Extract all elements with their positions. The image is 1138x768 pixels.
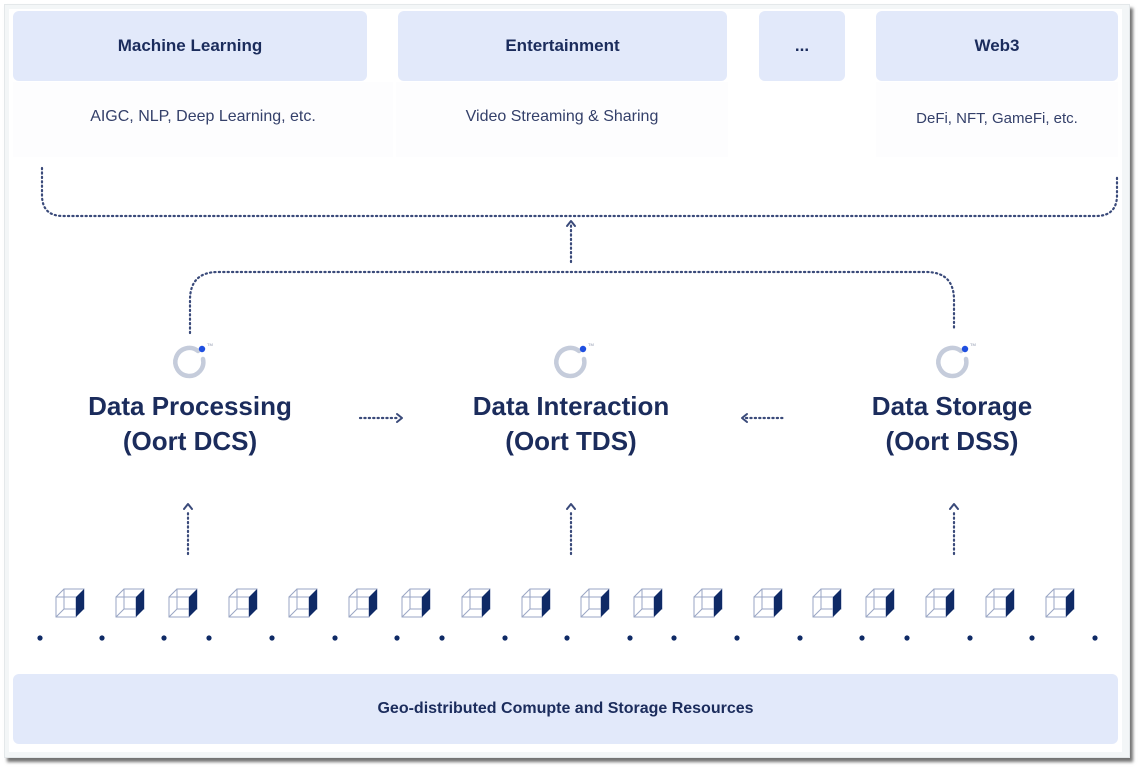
node-dot bbox=[967, 635, 973, 641]
cube-icon bbox=[168, 588, 198, 618]
layer-subtitle: (Oort TDS) bbox=[505, 426, 637, 456]
node-dot bbox=[161, 635, 167, 641]
cube-icon bbox=[461, 588, 491, 618]
resources-label: Geo-distributed Comupte and Storage Reso… bbox=[377, 700, 754, 717]
cube-icon bbox=[55, 588, 85, 618]
layers-bracket-line bbox=[188, 270, 956, 335]
app-box-machine-learning: Machine Learning bbox=[13, 11, 367, 81]
cube-icon bbox=[115, 588, 145, 618]
node-dot bbox=[99, 635, 105, 641]
svg-text:TM: TM bbox=[588, 342, 594, 347]
oort-logo-icon: TM bbox=[936, 342, 976, 379]
oort-logo-icon: TM bbox=[173, 342, 213, 379]
cube-icon bbox=[865, 588, 895, 618]
applications-bracket-line bbox=[40, 166, 1119, 218]
cube-icon bbox=[521, 588, 551, 618]
arrow-head-up-icon bbox=[949, 503, 959, 510]
node-dot bbox=[502, 635, 508, 641]
app-box-web3: Web3 bbox=[876, 11, 1118, 81]
app-examples: Video Streaming & Sharing bbox=[465, 108, 659, 125]
layer-data-interaction: Data Interaction (Oort TDS) bbox=[421, 389, 721, 459]
layer-title: Data Storage bbox=[871, 391, 1033, 421]
svg-text:TM: TM bbox=[207, 342, 213, 347]
cube-icon bbox=[812, 588, 842, 618]
app-label: Entertainment bbox=[505, 36, 620, 55]
app-examples-machine-learning: AIGC, NLP, Deep Learning, etc. bbox=[13, 82, 393, 157]
app-box-more: ... bbox=[759, 11, 845, 81]
cube-icon bbox=[1045, 588, 1075, 618]
cube-icon bbox=[693, 588, 723, 618]
arrow-head-right-icon bbox=[396, 413, 403, 423]
app-examples-entertainment: Video Streaming & Sharing bbox=[396, 82, 728, 157]
node-dot bbox=[439, 635, 445, 641]
cube-icon bbox=[348, 588, 378, 618]
arrow-head-up-icon bbox=[183, 503, 193, 510]
node-dot bbox=[904, 635, 910, 641]
app-label: ... bbox=[794, 36, 810, 55]
resources-box: Geo-distributed Comupte and Storage Reso… bbox=[13, 674, 1118, 744]
cube-icon bbox=[753, 588, 783, 618]
node-dot bbox=[564, 635, 570, 641]
app-label: Machine Learning bbox=[117, 36, 263, 55]
app-label: Web3 bbox=[974, 36, 1020, 55]
arrow-head-left-icon bbox=[741, 413, 748, 423]
app-box-entertainment: Entertainment bbox=[398, 11, 727, 81]
node-dot bbox=[734, 635, 740, 641]
cube-icon bbox=[228, 588, 258, 618]
arrow-head-up-icon bbox=[566, 220, 576, 227]
app-examples: AIGC, NLP, Deep Learning, etc. bbox=[90, 108, 316, 125]
node-dot bbox=[206, 635, 212, 641]
svg-text:TM: TM bbox=[970, 342, 976, 347]
app-examples: DeFi, NFT, GameFi, etc. bbox=[916, 110, 1078, 127]
node-dot bbox=[797, 635, 803, 641]
cube-icon bbox=[580, 588, 610, 618]
layer-title: Data Processing bbox=[88, 391, 292, 421]
cube-icon bbox=[925, 588, 955, 618]
layer-data-processing: Data Processing (Oort DCS) bbox=[40, 389, 340, 459]
layer-subtitle: (Oort DSS) bbox=[885, 426, 1019, 456]
layer-data-storage: Data Storage (Oort DSS) bbox=[802, 389, 1102, 459]
app-examples-web3: DeFi, NFT, GameFi, etc. bbox=[876, 82, 1118, 157]
node-dot bbox=[1092, 635, 1098, 641]
layer-subtitle: (Oort DCS) bbox=[122, 426, 258, 456]
node-dot bbox=[1029, 635, 1035, 641]
node-dot bbox=[394, 635, 400, 641]
node-dot bbox=[332, 635, 338, 641]
node-dot bbox=[37, 635, 43, 641]
cube-icon bbox=[633, 588, 663, 618]
layer-title: Data Interaction bbox=[472, 391, 670, 421]
cube-icon bbox=[401, 588, 431, 618]
node-dot bbox=[859, 635, 865, 641]
node-dot bbox=[627, 635, 633, 641]
node-dot bbox=[269, 635, 275, 641]
cube-icon bbox=[985, 588, 1015, 618]
node-dot bbox=[671, 635, 677, 641]
cube-icon bbox=[288, 588, 318, 618]
oort-logo-icon: TM bbox=[554, 342, 594, 379]
arrow-head-up-icon bbox=[566, 503, 576, 510]
